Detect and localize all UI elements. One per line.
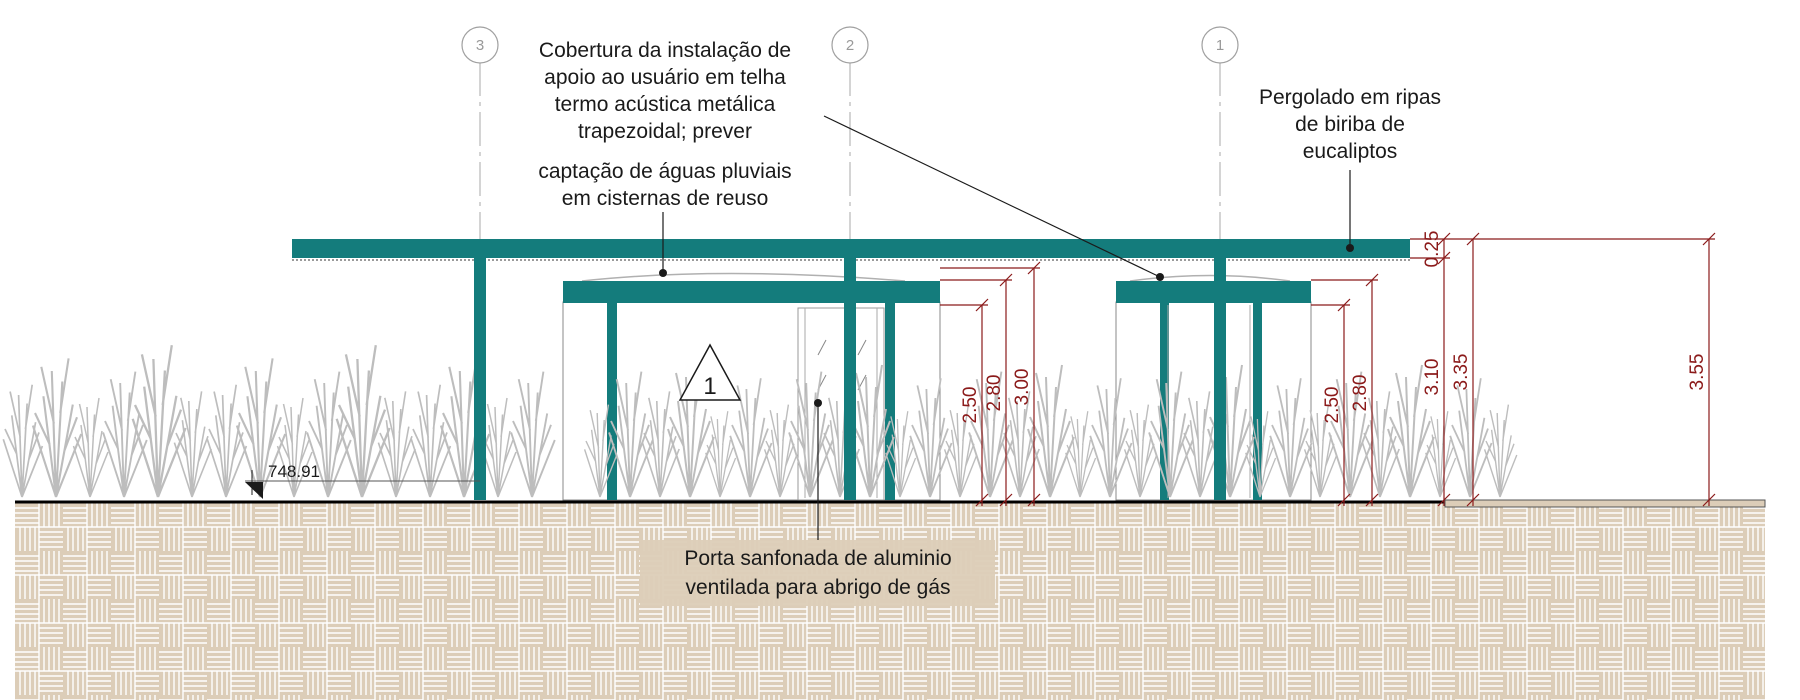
grass-tuft	[276, 397, 313, 498]
grass-tuft	[410, 383, 452, 498]
dim-left-280: 2.80	[984, 375, 1005, 412]
grid-bubbles: 3 2 1	[461, 26, 1239, 64]
grass-tuft	[1449, 377, 1493, 498]
note-porta-line-1: Porta sanfonada de aluminio	[684, 547, 951, 570]
note-cobertura: Cobertura da instalação de apoio ao usuá…	[538, 39, 791, 210]
note-leaders	[662, 115, 1351, 540]
note-pergolado-line-2: de biriba de	[1295, 113, 1405, 136]
note-porta: Porta sanfonada de aluminio ventilada pa…	[640, 540, 995, 606]
dim-335: 3.35	[1451, 354, 1472, 391]
support-building-right	[1115, 274, 1312, 501]
dim-left-300: 3.00	[1012, 369, 1033, 406]
pergola-column-1	[1214, 239, 1226, 500]
building-column	[885, 302, 895, 500]
grid-bubble-3: 3	[461, 26, 499, 64]
grid-label-1: 1	[1216, 37, 1224, 54]
dim-025: 0.25	[1422, 231, 1443, 268]
level-mark: 748.91	[245, 462, 480, 499]
grass-tuft	[510, 370, 556, 498]
dim-right-250: 2.50	[1322, 387, 1343, 424]
detail-marker: 1	[678, 343, 742, 401]
grass-tuft	[131, 344, 187, 499]
building-wall	[1115, 301, 1312, 501]
roof-beam	[563, 281, 940, 303]
building-column	[1253, 302, 1262, 500]
grass-tuft	[1027, 364, 1075, 498]
grass-tuft	[1425, 410, 1457, 498]
leader-cobertura-right	[823, 115, 1161, 278]
dim-left-250: 2.50	[960, 387, 981, 424]
building-column	[607, 302, 617, 500]
roof-beam	[1116, 281, 1311, 303]
note-pergolado-line-1: Pergolado em ripas	[1259, 86, 1441, 109]
ground-step	[1444, 499, 1766, 508]
note-cobertura-line-3: termo acústica metálica	[555, 93, 776, 116]
grass-tuft	[1065, 410, 1097, 498]
grid-label-2: 2	[846, 37, 854, 54]
pergola-column-2	[844, 239, 856, 500]
dim-310: 3.10	[1422, 359, 1443, 396]
grass-tuft	[72, 397, 109, 498]
roof-curve	[581, 272, 906, 282]
pergola-column-3	[474, 239, 486, 500]
note-cobertura-line-1: Cobertura da instalação de	[539, 39, 791, 62]
grid-label-3: 3	[476, 37, 484, 54]
dimension-labels: 2.50 2.80 3.00 2.50 2.80 0.25 3.10 3.35 …	[960, 231, 1708, 424]
leader-dots	[659, 244, 1354, 407]
grid-bubble-1: 1	[1201, 26, 1239, 64]
note-pergolado-line-3: eucaliptos	[1303, 140, 1398, 163]
note-cobertura-line-5: captação de águas pluviais	[538, 160, 791, 183]
note-cobertura-line-2: apoio ao usuário em telha	[544, 66, 786, 89]
dim-355: 3.55	[1687, 354, 1708, 391]
building-column	[1160, 302, 1169, 500]
grass-tuft	[31, 357, 83, 499]
roof-curve	[1129, 274, 1291, 282]
note-porta-line-2: ventilada para abrigo de gás	[685, 576, 950, 599]
grid-bubble-2: 2	[831, 26, 869, 64]
grass-tuft	[206, 383, 248, 498]
grass-tuft	[480, 397, 517, 498]
note-cobertura-line-4: trapezoidal; prever	[578, 120, 752, 143]
dimensions	[940, 232, 1716, 507]
grass-tuft	[2, 383, 44, 498]
pergola	[292, 239, 1410, 500]
note-cobertura-line-6: em cisternas de reuso	[562, 187, 769, 210]
level-value: 748.91	[268, 462, 320, 481]
grass-tuft	[102, 370, 148, 498]
grass-tuft	[335, 344, 391, 499]
gas-door	[797, 307, 885, 501]
note-pergolado: Pergolado em ripas de biriba de eucalipt…	[1259, 86, 1441, 163]
dim-right-280: 2.80	[1350, 375, 1371, 412]
detail-marker-label: 1	[703, 373, 716, 400]
